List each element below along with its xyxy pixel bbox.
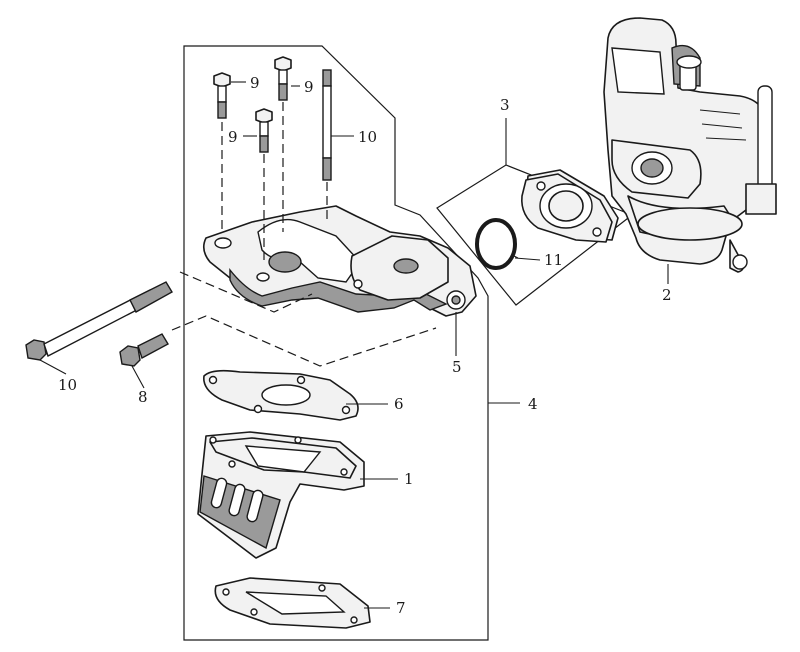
long-bolt-10 [25,281,173,361]
callout-10-b: 10 [358,128,377,146]
callout-3: 3 [500,96,510,114]
reed-valve [197,431,365,559]
callout-10-a: 10 [58,376,77,394]
intake-manifold [202,205,477,317]
callout-4: 4 [528,395,538,413]
callout-2: 2 [662,286,672,304]
callout-9-a: 9 [250,74,260,92]
bolt-9-b [274,56,292,101]
bolt-8 [119,333,169,367]
callout-1: 1 [404,470,414,488]
gasket-upper [203,369,359,421]
insulator [521,169,619,243]
gasket-lower [214,577,371,629]
callout-7: 7 [396,599,406,617]
callout-11: 11 [544,251,563,269]
bolt-9-c [255,108,273,153]
o-ring [475,218,517,270]
callout-6: 6 [394,395,404,413]
bolt-9-a [213,72,231,119]
callout-8: 8 [138,388,148,406]
callout-9-b: 9 [304,78,314,96]
carburetor [603,17,777,273]
callout-5: 5 [452,358,462,376]
stud-bolt-10-upper [322,69,332,181]
intake-assembly-frame [183,45,489,641]
callout-9-c: 9 [228,128,238,146]
